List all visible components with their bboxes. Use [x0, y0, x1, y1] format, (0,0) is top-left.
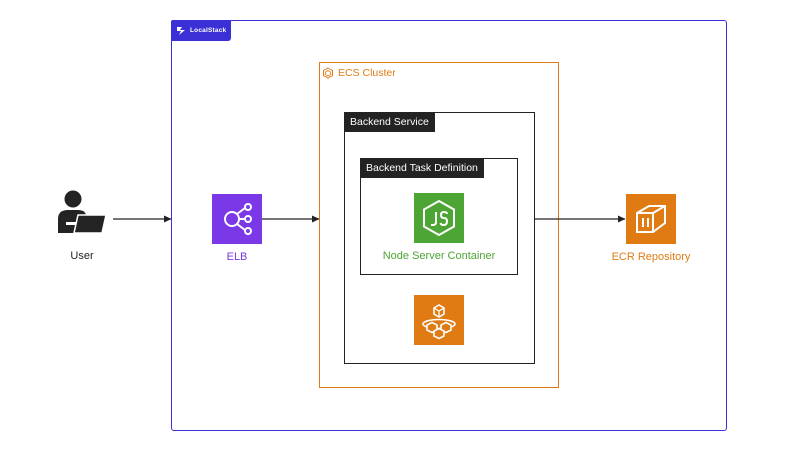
localstack-label: LocalStack: [190, 27, 227, 34]
fargate-icon: [422, 304, 456, 340]
nodejs-icon: [423, 199, 455, 237]
ecs-cluster-label: ECS Cluster: [338, 67, 396, 79]
task-definition-label: Backend Task Definition: [360, 158, 484, 178]
elb-label: ELB: [226, 251, 248, 263]
ecs-cluster-icon: [323, 67, 333, 79]
user-node: [56, 189, 108, 235]
elb-icon: [224, 203, 252, 235]
localstack-boundary: [171, 20, 727, 431]
elb-node: [212, 194, 262, 244]
user-laptop-icon: [58, 190, 107, 234]
backend-service-label: Backend Service: [344, 112, 435, 132]
backend-service-boundary: [344, 112, 535, 364]
ecr-node: [626, 194, 676, 244]
fargate-node: [414, 295, 464, 345]
ecs-cluster-header: ECS Cluster: [322, 65, 396, 81]
ecs-cluster-boundary: [319, 62, 559, 388]
localstack-logo-icon: [177, 26, 185, 35]
ecr-label: ECR Repository: [611, 251, 691, 263]
node-container-node: [414, 193, 464, 243]
user-label: User: [70, 250, 94, 262]
ecr-icon: [636, 205, 666, 233]
node-container-label: Node Server Container: [382, 250, 496, 262]
localstack-badge: LocalStack: [171, 20, 231, 41]
